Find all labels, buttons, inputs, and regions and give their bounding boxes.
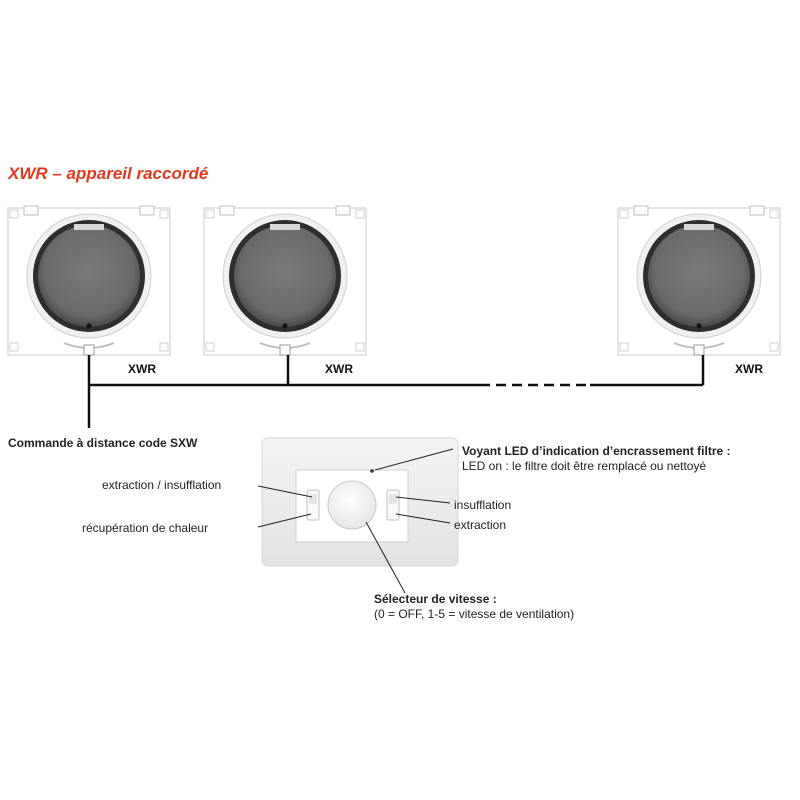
unit-label-1: XWR: [128, 362, 156, 376]
fan-unit-icon: [203, 205, 367, 356]
switch-icon: [386, 489, 400, 521]
speed-description: (0 = OFF, 1-5 = vitesse de ventilation): [374, 607, 575, 621]
label-extraction-insufflation: extraction / insufflation: [102, 478, 222, 492]
label-extraction: extraction: [454, 518, 507, 532]
label-insufflation: insufflation: [454, 498, 512, 512]
bus-wiring: [87, 355, 705, 428]
fan-unit-1: [7, 205, 171, 356]
led-title: Voyant LED d’indication d’encrassement f…: [462, 444, 731, 458]
fan-unit-icon: [7, 205, 171, 356]
callout-lines: [257, 448, 454, 594]
page-title: XWR – appareil raccordé: [8, 164, 209, 183]
speed-title: Sélecteur de vitesse :: [374, 592, 497, 606]
remote-label: Commande à distance code SXW: [8, 436, 198, 450]
label-heat-recovery: récupération de chaleur: [82, 521, 209, 535]
unit-label-2: XWR: [325, 362, 353, 376]
unit-label-3: XWR: [735, 362, 763, 376]
switch-icon: [306, 489, 320, 521]
fan-unit-3: [617, 205, 781, 356]
fan-unit-2: [203, 205, 367, 356]
led-indicator-icon: [370, 469, 374, 473]
fan-unit-icon: [617, 205, 781, 356]
speed-dial-icon: [327, 480, 377, 530]
led-description: LED on : le filtre doit être remplacé ou…: [462, 459, 707, 473]
remote-control: [261, 437, 459, 567]
